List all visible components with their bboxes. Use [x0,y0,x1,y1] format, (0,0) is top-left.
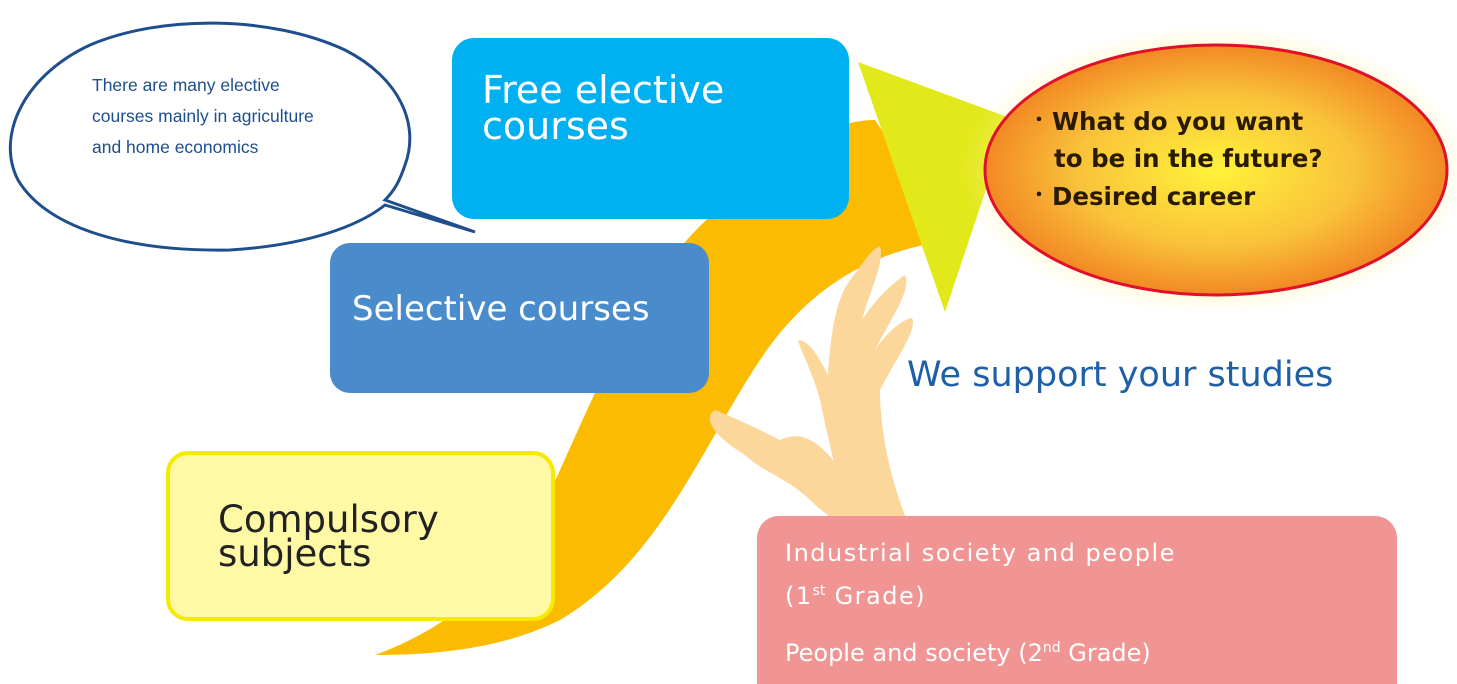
goal-line-3: ・Desired career [1030,177,1410,215]
speech-bubble-text: There are many elective courses mainly i… [92,70,392,163]
people-society-label: People and society (2nd Grade) [785,629,1151,672]
grade1-sup: st [812,583,826,599]
goal-line-1: ・What do you want [1030,102,1410,140]
selective-courses-label: Selective courses [352,289,650,329]
goal-ellipse [983,43,1449,297]
free-elective-label: Free elective courses [482,68,725,148]
industry-label: Industrial society and people (1st Grade… [785,534,1176,615]
speech-line-3: and home economics [92,137,259,157]
goal-question: What do you want [1052,107,1304,136]
free-elective-line-2: courses [482,104,629,148]
free-elective-line-1: Free elective [482,68,725,112]
industry-line-2: (1st Grade) [785,572,1176,615]
compulsory-line-1: Compulsory [218,498,439,541]
industry-line-1: Industrial society and people [785,539,1176,567]
compulsory-line-2: subjects [218,532,372,575]
compulsory-subjects-label: Compulsory subjects [218,498,439,575]
speech-line-2: courses mainly in agriculture [92,106,314,126]
grade1-open: (1 [785,582,813,610]
industry-society-box: Industrial society and people (1st Grade… [757,516,1397,684]
goal-career: Desired career [1052,182,1256,211]
speech-bubble-outline [8,21,476,252]
support-message: We support your studies [907,355,1334,395]
grade1-close: Grade) [825,582,927,610]
bullet-icon: ・ [1030,110,1048,131]
goal-line-2: to be in the future? [1054,144,1323,173]
people-pre: People and society (2 [785,639,1043,667]
career-goal-text: ・What do you want to be in the future? ・… [1030,102,1410,215]
free-elective-box: Free elective courses [452,38,849,219]
right-hand-illustration [798,246,920,555]
bullet-icon: ・ [1030,185,1048,206]
progress-arrow-head [858,62,1010,312]
people-sup: nd [1042,640,1061,656]
speech-line-1: There are many elective [92,75,280,95]
compulsory-subjects-box: Compulsory subjects [166,451,555,621]
people-post: Grade) [1060,639,1151,667]
selective-courses-box: Selective courses [330,243,709,393]
